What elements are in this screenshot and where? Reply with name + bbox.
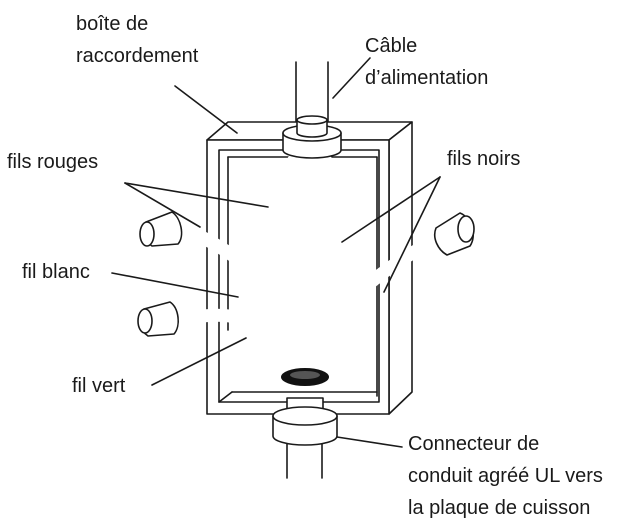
- leader-junction-box: [174, 85, 238, 134]
- junction-box: [206, 121, 413, 415]
- label-junction-box-line1: boîte de: [76, 13, 148, 35]
- cable-connector-top: [282, 115, 342, 159]
- leader-red-wires-2: [124, 182, 269, 208]
- label-power-cable-line1: Câble: [365, 35, 417, 57]
- wires: [169, 143, 449, 379]
- label-conduit-connector-line2: conduit agréé UL vers: [408, 465, 603, 487]
- leader-red-wires-1: [124, 182, 201, 228]
- leader-black-wires-2: [383, 176, 441, 293]
- leader-power-cable: [332, 57, 371, 99]
- label-red-wires: fils rouges: [7, 151, 98, 173]
- wire-nut-left-lower: [137, 301, 179, 337]
- wire-nut-right: [433, 212, 475, 256]
- label-black-wires: fils noirs: [447, 148, 520, 170]
- leader-conduit-connector: [336, 436, 403, 448]
- leader-black-wires-1: [341, 176, 441, 243]
- leader-white-wire: [111, 272, 239, 298]
- leader-lines: [111, 57, 441, 448]
- label-green-wire: fil vert: [72, 375, 126, 397]
- grommet: [281, 368, 329, 386]
- wire-nut-left-upper: [139, 211, 183, 247]
- label-conduit-connector-line3: la plaque de cuisson: [408, 497, 590, 519]
- label-white-wire: fil blanc: [22, 261, 90, 283]
- label-power-cable-line2: d’alimentation: [365, 67, 488, 89]
- leader-green-wire: [151, 337, 247, 386]
- conduit-connector-bottom: [272, 397, 338, 446]
- label-conduit-connector-line1: Connecteur de: [408, 433, 539, 455]
- label-junction-box-line2: raccordement: [76, 45, 199, 67]
